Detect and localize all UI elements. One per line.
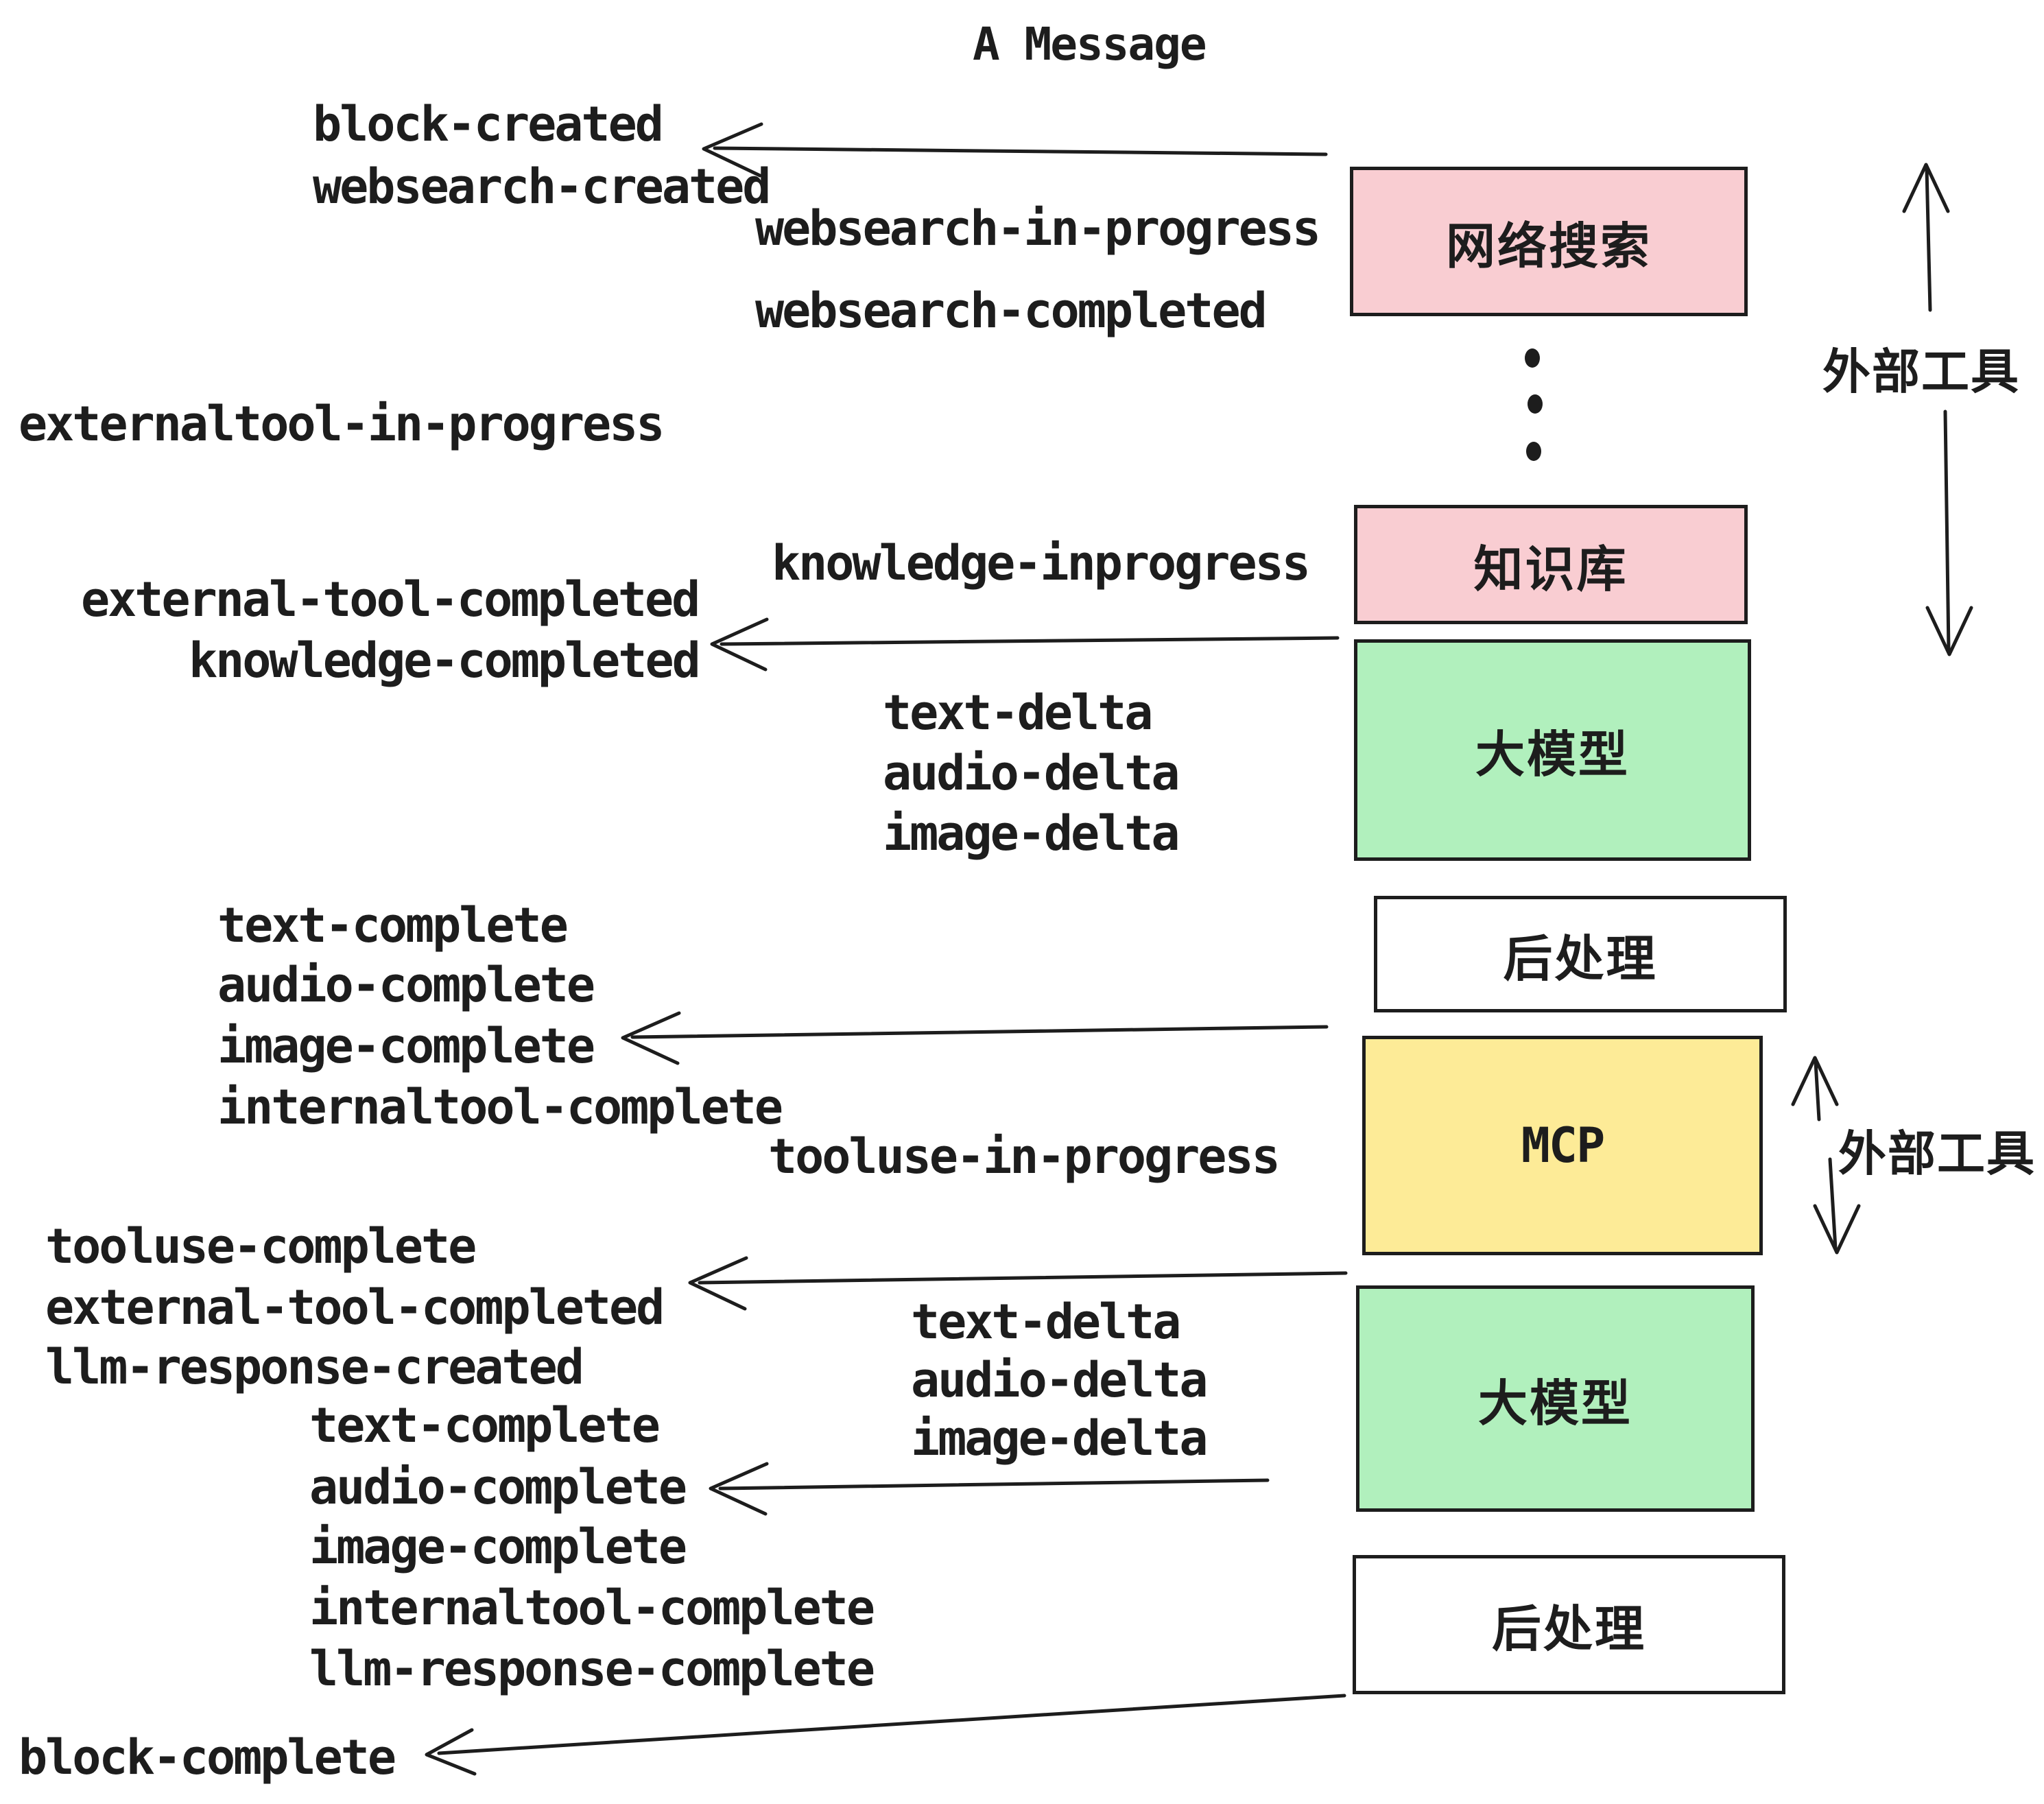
event-audio-delta-2: audio-delta xyxy=(911,1352,1209,1408)
box-postprocess-1: 后处理 xyxy=(1374,896,1787,1012)
box-llm-1: 大模型 xyxy=(1354,639,1751,861)
box-websearch: 网络搜索 xyxy=(1350,167,1748,316)
arrow-audio-complete xyxy=(709,1462,1270,1516)
event-llm-response-created: llm-response-created xyxy=(45,1339,584,1395)
arrow-external-tools-up-2 xyxy=(1791,1056,1839,1121)
arrow-external-tools-down-1 xyxy=(1925,410,1973,656)
side-label-external-tools-1: 外部工具 xyxy=(1822,344,2020,400)
event-block-created: block-created xyxy=(313,96,664,152)
event-websearch-in-progress: websearch-in-progress xyxy=(755,200,1321,257)
arrow-knowledge-completed xyxy=(710,617,1340,672)
arrow-block-complete xyxy=(425,1694,1346,1776)
box-websearch-label: 网络搜索 xyxy=(1445,217,1652,275)
arrow-external-tools-up-1 xyxy=(1902,163,1950,312)
box-llm-2: 大模型 xyxy=(1356,1285,1755,1512)
event-audio-complete-1: audio-complete xyxy=(217,957,595,1013)
box-knowledge: 知识库 xyxy=(1354,505,1748,624)
diagram-title: A Message xyxy=(973,18,1207,71)
event-internaltool-complete-2: internaltool-complete xyxy=(309,1580,875,1636)
event-text-complete-1: text-complete xyxy=(217,897,569,953)
event-audio-complete-2: audio-complete xyxy=(309,1459,687,1515)
box-llm-2-label: 大模型 xyxy=(1477,1374,1632,1432)
event-text-complete-2: text-complete xyxy=(309,1397,661,1453)
event-audio-delta-1: audio-delta xyxy=(883,745,1180,801)
box-mcp-label: MCP xyxy=(1521,1117,1605,1174)
event-tooluse-complete: tooluse-complete xyxy=(45,1218,477,1274)
box-llm-1-label: 大模型 xyxy=(1475,726,1630,783)
event-external-tool-completed-2: external-tool-completed xyxy=(45,1279,665,1336)
box-knowledge-label: 知识库 xyxy=(1473,540,1628,598)
box-postprocess-2: 后处理 xyxy=(1353,1555,1785,1694)
event-image-delta-1: image-delta xyxy=(883,805,1180,862)
arrow-image-complete xyxy=(621,1011,1329,1065)
event-text-delta-1: text-delta xyxy=(883,685,1153,741)
event-tooluse-in-progress: tooluse-in-progress xyxy=(768,1128,1281,1185)
arrow-block-created xyxy=(702,122,1328,178)
event-knowledge-completed: knowledge-completed xyxy=(189,632,701,689)
ellipsis-dots xyxy=(1525,348,1543,461)
event-externaltool-in-progress: externaltool-in-progress xyxy=(19,396,665,452)
event-image-complete-2: image-complete xyxy=(309,1519,687,1575)
event-internaltool-complete-1: internaltool-complete xyxy=(217,1079,783,1135)
box-mcp: MCP xyxy=(1362,1036,1763,1255)
event-knowledge-inprogress: knowledge-inprogress xyxy=(772,535,1311,591)
side-label-external-tools-2: 外部工具 xyxy=(1838,1126,2036,1182)
event-websearch-created: websearch-created xyxy=(313,158,771,215)
event-external-tool-completed-1: external-tool-completed xyxy=(81,571,700,628)
event-websearch-completed: websearch-completed xyxy=(755,283,1268,339)
event-text-delta-2: text-delta xyxy=(911,1294,1181,1350)
event-image-complete-1: image-complete xyxy=(217,1018,595,1074)
event-llm-response-complete: llm-response-complete xyxy=(309,1641,875,1697)
event-block-complete: block-complete xyxy=(19,1729,396,1785)
box-postprocess-1-label: 后处理 xyxy=(1503,929,1658,988)
box-postprocess-2-label: 后处理 xyxy=(1491,1600,1646,1658)
event-image-delta-2: image-delta xyxy=(911,1410,1209,1467)
